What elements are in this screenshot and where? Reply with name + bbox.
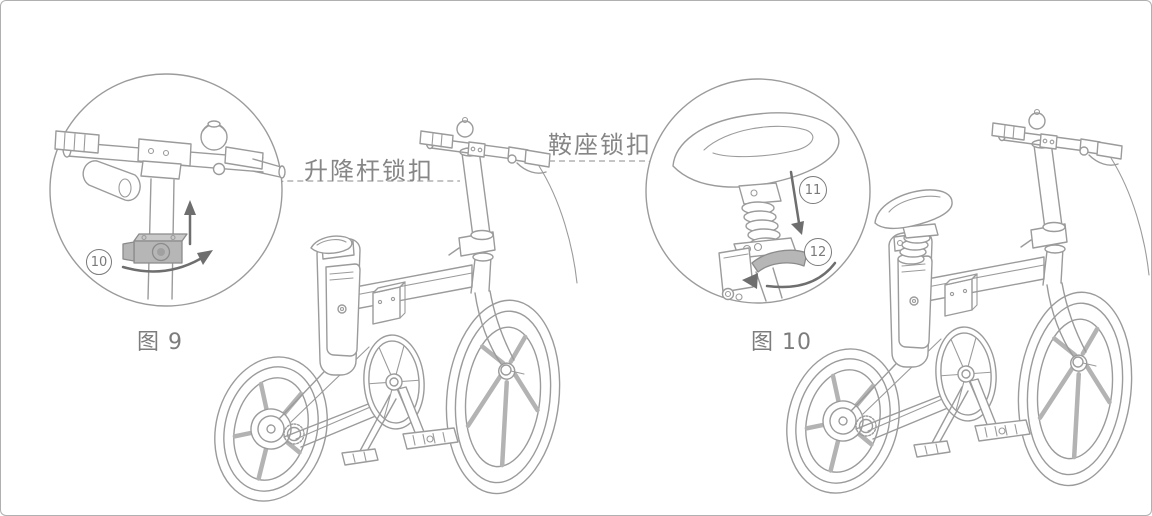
step-badge-10: 10	[86, 249, 112, 275]
figure9-leader-line	[168, 180, 460, 202]
rotate-arrow	[121, 250, 213, 273]
flip-lever-arrow	[742, 261, 837, 289]
saddle-assembly	[874, 189, 953, 265]
step-badge-11: 11	[799, 176, 827, 204]
figure10-caption: 图 10	[751, 330, 812, 355]
figure10-bike	[772, 110, 1149, 506]
stem-lock-clamp	[122, 233, 188, 264]
callout-circle-stem-lock	[49, 73, 286, 307]
press-down-arrow	[789, 170, 804, 235]
figure9-caption: 图 9	[137, 330, 183, 355]
step-badge-12: 12	[804, 238, 832, 266]
raise-arrow	[184, 200, 196, 246]
detail-handlebar	[54, 120, 286, 202]
brake-lever-grip	[82, 160, 141, 202]
lock-lever	[751, 249, 808, 273]
saddle	[874, 189, 953, 230]
figure9-bike	[200, 118, 577, 514]
figure9-group	[49, 73, 577, 514]
saddle-lock-label: 鞍座锁扣	[548, 131, 652, 159]
detail-saddle	[672, 112, 840, 205]
figure10-leader-line	[549, 160, 740, 239]
stem-lock-label: 升降杆锁扣	[304, 157, 434, 185]
callout-circle-saddle-lock	[645, 78, 871, 304]
folded-saddle	[310, 235, 353, 255]
